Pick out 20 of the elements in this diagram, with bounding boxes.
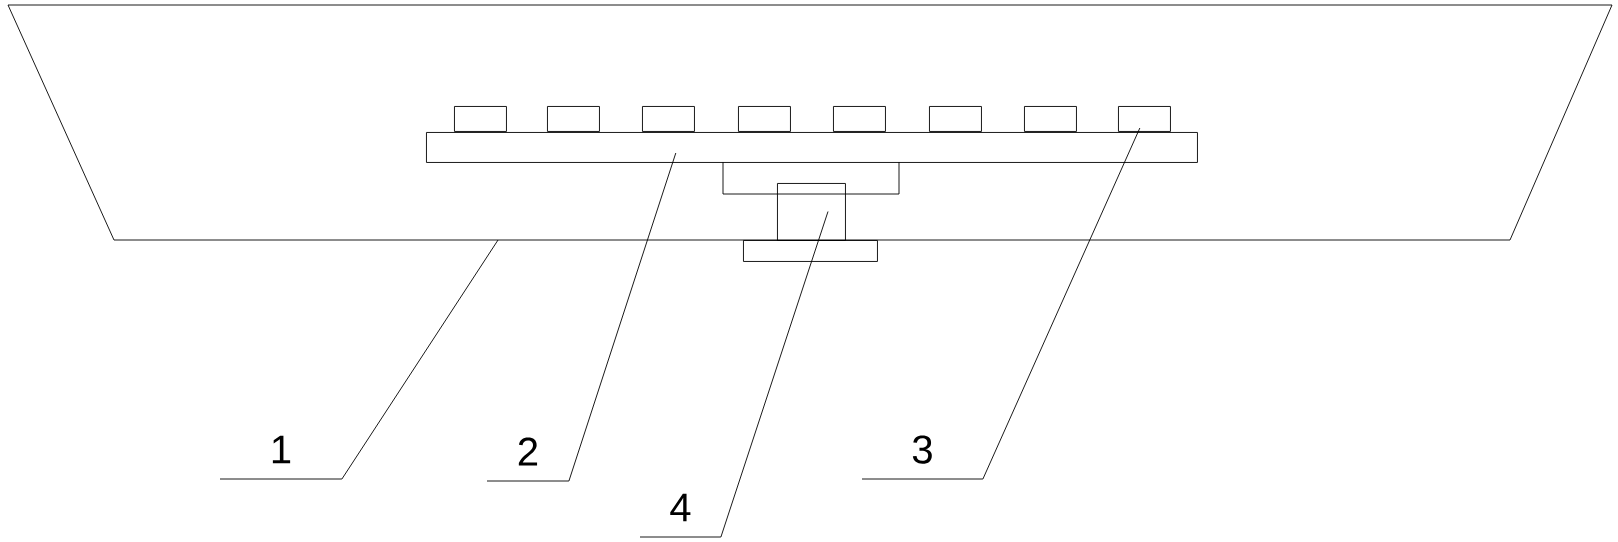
leader-line xyxy=(219,239,499,480)
block xyxy=(454,106,507,132)
block xyxy=(738,106,791,132)
mounting-bar xyxy=(426,132,1198,163)
leader-line xyxy=(486,152,677,482)
block xyxy=(1024,106,1077,132)
block xyxy=(547,106,600,132)
block xyxy=(833,106,886,132)
block xyxy=(777,183,846,241)
callout-number: 2 xyxy=(518,437,538,466)
callout-number: 1 xyxy=(272,435,291,464)
block xyxy=(642,106,695,132)
block xyxy=(1118,106,1171,132)
leader-line xyxy=(639,211,829,538)
housing xyxy=(7,4,1613,241)
block xyxy=(929,106,982,132)
leader-line xyxy=(861,127,1141,480)
block xyxy=(743,240,878,262)
callout-number: 3 xyxy=(912,435,932,464)
callout-number: 4 xyxy=(670,493,691,522)
